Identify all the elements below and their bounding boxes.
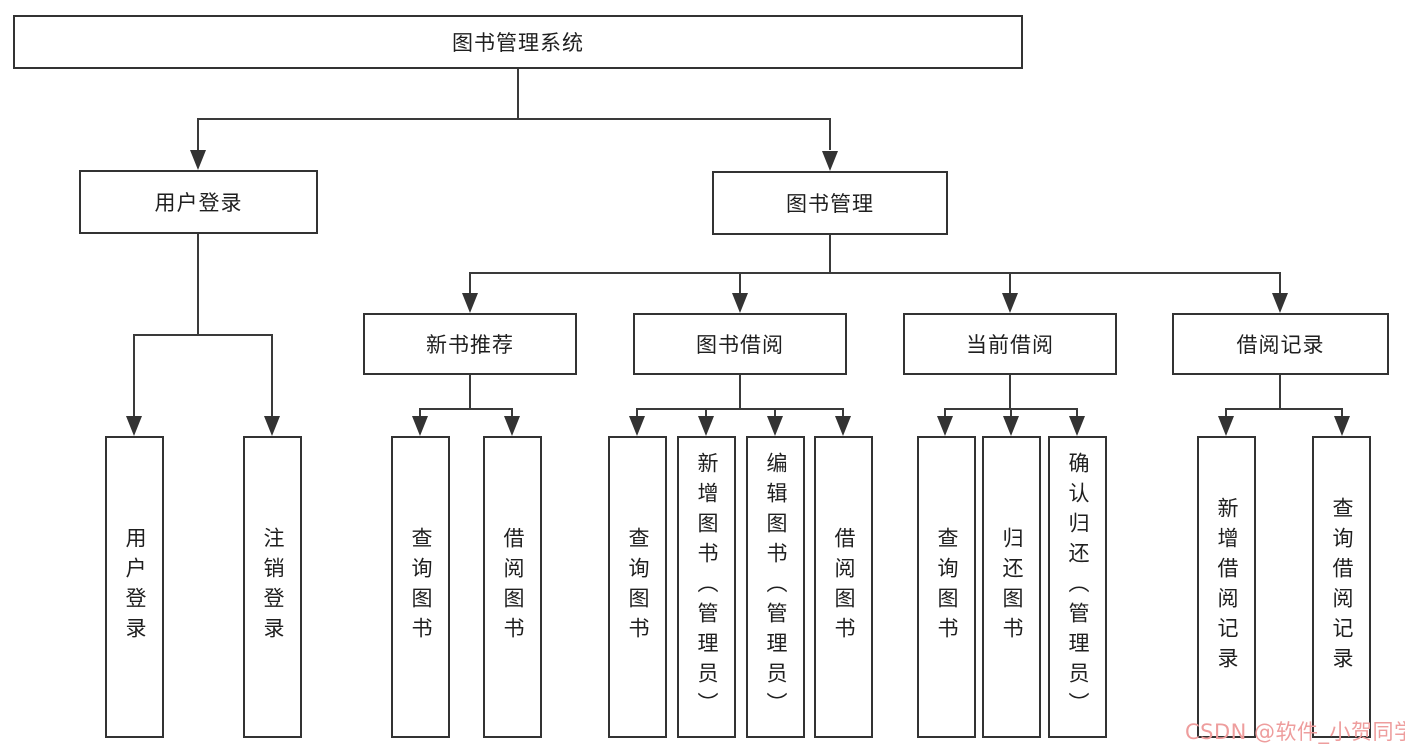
arrow-down-icon — [1334, 416, 1350, 436]
connector-line — [133, 334, 135, 416]
node-query-books-recommend: 查询图书 — [391, 436, 450, 738]
node-user-login: 用户登录 — [79, 170, 318, 234]
node-borrow-books-label: 借阅图书 — [832, 527, 856, 647]
connector-line — [637, 408, 844, 410]
arrow-down-icon — [504, 416, 520, 436]
node-root-label: 图书管理系统 — [452, 31, 584, 55]
node-query-books-recommend-label: 查询图书 — [409, 527, 433, 647]
node-user-login-leaf: 用户登录 — [105, 436, 164, 738]
arrow-down-icon — [462, 293, 478, 313]
node-borrowing-records-label: 借阅记录 — [1236, 333, 1325, 357]
node-book-management: 图书管理 — [712, 171, 948, 235]
node-edit-books-admin: 编辑图书（管理员） — [746, 436, 805, 738]
arrow-down-icon — [937, 416, 953, 436]
node-add-borrow-record-label: 新增借阅记录 — [1215, 497, 1239, 677]
node-query-borrow-record: 查询借阅记录 — [1312, 436, 1371, 738]
node-borrowing-records: 借阅记录 — [1172, 313, 1389, 375]
connector-line — [420, 408, 513, 410]
connector-line — [419, 408, 421, 417]
arrow-down-icon — [1003, 416, 1019, 436]
connector-line — [1076, 408, 1078, 417]
node-user-login-leaf-label: 用户登录 — [123, 527, 147, 647]
arrow-down-icon — [698, 416, 714, 436]
node-return-books: 归还图书 — [982, 436, 1041, 738]
node-borrow-books: 借阅图书 — [814, 436, 873, 738]
arrow-down-icon — [190, 150, 206, 170]
connector-line — [1279, 375, 1281, 408]
node-new-book-recommendation-label: 新书推荐 — [426, 333, 514, 357]
connector-line — [271, 334, 273, 416]
connector-line — [517, 69, 519, 118]
arrow-down-icon — [1002, 293, 1018, 313]
connector-line — [133, 334, 273, 336]
connector-line — [197, 234, 199, 334]
connector-line — [739, 375, 741, 408]
connector-line — [1009, 375, 1011, 408]
connector-line — [1279, 272, 1281, 293]
arrow-down-icon — [732, 293, 748, 313]
connector-line — [944, 408, 946, 417]
node-confirm-return-admin-label: 确认归还（管理员） — [1066, 452, 1090, 722]
node-edit-books-admin-label: 编辑图书（管理员） — [764, 452, 788, 722]
node-logout-label: 注销登录 — [261, 527, 285, 647]
arrow-down-icon — [264, 416, 280, 436]
arrow-down-icon — [822, 151, 838, 171]
node-return-books-label: 归还图书 — [1000, 527, 1024, 647]
csdn-watermark: CSDN @软件_小贺同学 — [1185, 720, 1405, 744]
connector-line — [1225, 408, 1227, 417]
connector-line — [842, 408, 844, 417]
connector-line — [469, 272, 471, 293]
connector-line — [739, 272, 741, 293]
node-new-book-recommendation: 新书推荐 — [363, 313, 577, 375]
node-add-borrow-record: 新增借阅记录 — [1197, 436, 1256, 738]
node-borrow-books-recommend: 借阅图书 — [483, 436, 542, 738]
connector-line — [511, 408, 513, 417]
connector-line — [197, 118, 831, 120]
node-query-books-current-label: 查询图书 — [935, 527, 959, 647]
node-logout: 注销登录 — [243, 436, 302, 738]
connector-line — [829, 118, 831, 150]
node-book-borrowing: 图书借阅 — [633, 313, 847, 375]
arrow-down-icon — [1218, 416, 1234, 436]
node-root: 图书管理系统 — [13, 15, 1023, 69]
arrow-down-icon — [126, 416, 142, 436]
arrow-down-icon — [629, 416, 645, 436]
arrow-down-icon — [835, 416, 851, 436]
arrow-down-icon — [1069, 416, 1085, 436]
connector-line — [1226, 408, 1343, 410]
connector-line — [1010, 408, 1012, 417]
connector-line — [636, 408, 638, 417]
node-confirm-return-admin: 确认归还（管理员） — [1048, 436, 1107, 738]
connector-line — [829, 235, 831, 272]
node-user-login-label: 用户登录 — [154, 191, 243, 215]
connector-line — [1341, 408, 1343, 417]
node-query-books-current: 查询图书 — [917, 436, 976, 738]
node-query-books-borrowing: 查询图书 — [608, 436, 667, 738]
node-borrow-books-recommend-label: 借阅图书 — [501, 527, 525, 647]
connector-line — [774, 408, 776, 417]
node-book-borrowing-label: 图书借阅 — [696, 333, 784, 357]
connector-line — [470, 272, 1281, 274]
connector-line — [1009, 272, 1011, 293]
node-query-borrow-record-label: 查询借阅记录 — [1330, 497, 1354, 677]
connector-line — [705, 408, 707, 417]
arrow-down-icon — [412, 416, 428, 436]
node-current-borrowing-label: 当前借阅 — [966, 333, 1054, 357]
node-add-books-admin-label: 新增图书（管理员） — [695, 452, 719, 722]
node-current-borrowing: 当前借阅 — [903, 313, 1117, 375]
node-add-books-admin: 新增图书（管理员） — [677, 436, 736, 738]
arrow-down-icon — [1272, 293, 1288, 313]
node-book-management-label: 图书管理 — [786, 192, 874, 216]
connector-line — [469, 375, 471, 408]
connector-line — [197, 118, 199, 150]
node-query-books-borrowing-label: 查询图书 — [626, 527, 650, 647]
arrow-down-icon — [767, 416, 783, 436]
